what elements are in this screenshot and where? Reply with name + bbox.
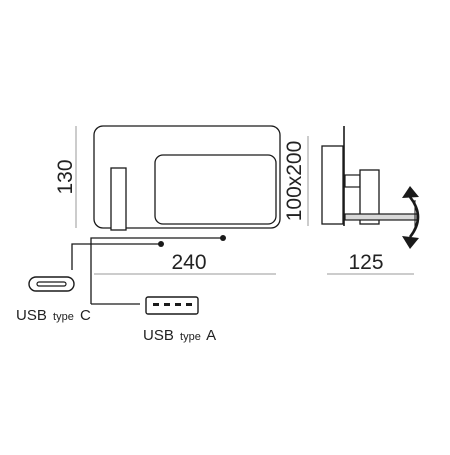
arm-bar <box>344 213 418 221</box>
usb-a-pin <box>175 303 181 306</box>
reading-panel-side <box>359 169 380 225</box>
backplate-outline <box>93 125 281 229</box>
usb-a-port-icon <box>145 296 199 315</box>
rotation-arrow-head-top <box>402 186 419 198</box>
usb-c-label: USB type C <box>16 307 91 324</box>
depth-value: 125 <box>348 251 383 274</box>
side-view <box>321 126 418 230</box>
usb-c-inner <box>36 281 67 287</box>
depth-dimension: 125 <box>327 251 414 275</box>
height-dimension: 130 <box>54 126 77 228</box>
rotation-arrow-head-bottom <box>402 236 419 249</box>
hinge-block <box>344 174 361 188</box>
rotation-arc <box>408 196 420 238</box>
height-value: 130 <box>54 159 77 194</box>
usb-a-pin <box>164 303 170 306</box>
usb-a-connector-line <box>90 237 221 304</box>
usb-c-outer <box>28 276 75 292</box>
usb-a-label: USB type A <box>143 327 216 344</box>
usb-a-pin <box>153 303 159 306</box>
usb-c-connector-line <box>71 243 159 270</box>
usb-c-connector-dot <box>158 241 164 247</box>
usb-a-outer <box>145 296 199 315</box>
switch-module <box>110 167 127 231</box>
size-value: 100x200 <box>283 141 306 222</box>
connector-lines <box>71 235 226 305</box>
usb-a-pin <box>186 303 192 306</box>
back-plate-side <box>321 145 344 225</box>
usb-a-connector-dot <box>220 235 226 241</box>
front-view <box>93 125 281 231</box>
usb-c-port-icon <box>28 276 75 292</box>
rotation-arrow-icon <box>402 186 420 249</box>
width-dimension: 240 <box>94 251 276 275</box>
reading-panel <box>154 154 277 225</box>
size-dimension: 100x200 <box>283 136 309 226</box>
width-value: 240 <box>171 251 206 274</box>
